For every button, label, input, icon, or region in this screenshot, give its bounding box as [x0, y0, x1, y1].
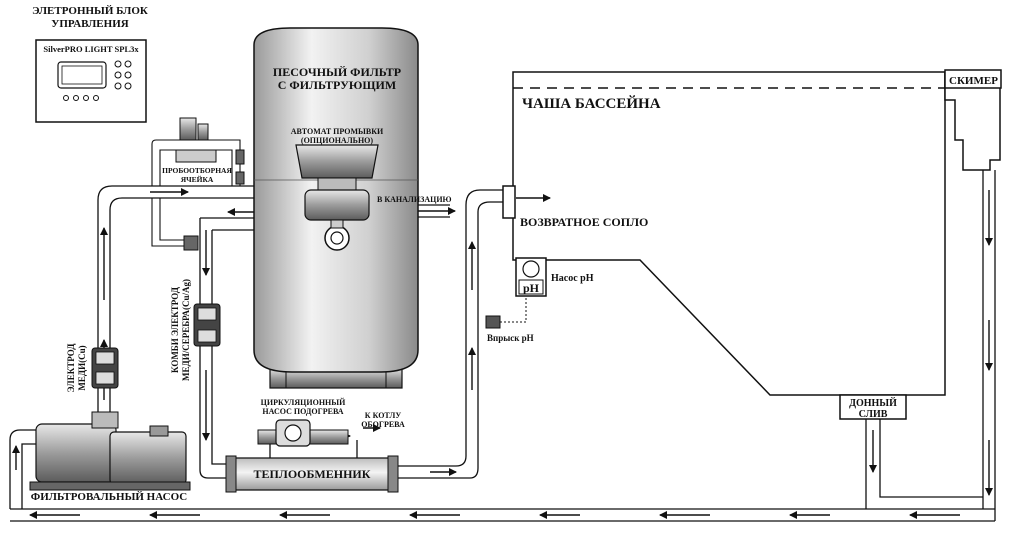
- sampling-cell-label-2: ЯЧЕЙКА: [181, 175, 214, 184]
- skimmer-label: СКИМЕР: [949, 75, 998, 87]
- control-model: SilverPRO LIGHT SPL3x: [43, 44, 139, 54]
- ph-pump: [515, 257, 547, 297]
- bottom-drain: [839, 394, 907, 420]
- sewer-label: В КАНАЛИЗАЦИЮ: [377, 195, 452, 204]
- bottom-drain-label-1: ДОННЫЙ: [849, 397, 897, 409]
- copper-electrode-label-1: ЭЛЕКТРОД: [66, 343, 76, 393]
- filter-title-2: С ФИЛЬТРУЮЩИМ: [278, 78, 396, 92]
- boiler-label-1: К КОТЛУ: [365, 411, 402, 420]
- filter-title-1: ПЕСОЧНЫЙ ФИЛЬТР: [273, 65, 401, 79]
- copper-electrode-label-2: МЕДИ(Cu): [77, 345, 87, 390]
- sampling-cell: [175, 117, 245, 251]
- heat-exchanger: [225, 455, 399, 493]
- control-title-1: ЭЛЕТРОННЫЙ БЛОК: [32, 5, 148, 17]
- ph-icon-text: pH: [523, 281, 540, 295]
- ph-injection: [485, 315, 501, 329]
- combo-electrode-label-2: МЕДИ/СЕРЕБРА(Cu/Ag): [181, 279, 191, 381]
- boiler-label-2: ОБОГРЕВА: [361, 420, 405, 429]
- filter-pump: [29, 411, 191, 491]
- backwash-valve: [295, 144, 379, 251]
- control-title-2: УПРАВЛЕНИЯ: [51, 18, 128, 30]
- combo-electrode: [193, 303, 221, 347]
- return-nozzle: [502, 185, 551, 219]
- filter-pump-label: ФИЛЬТРОВАЛЬНЫЙ НАСОС: [31, 491, 188, 503]
- pool-bowl-label: ЧАША БАССЕЙНА: [522, 95, 661, 112]
- backwash-label-1: АВТОМАТ ПРОМЫВКИ: [291, 127, 384, 136]
- control-unit: [35, 39, 147, 123]
- pool-bowl: [512, 71, 946, 396]
- combo-electrode-label-1: КОМБИ ЭЛЕКТРОД: [170, 286, 180, 373]
- circulation-pump: [257, 419, 349, 447]
- ph-injection-label: Впрыск pH: [487, 333, 534, 343]
- ph-pump-label: Насос pH: [551, 273, 594, 284]
- sampling-cell-label-1: ПРОБООТБОРНАЯ: [162, 166, 232, 175]
- circ-pump-label-1: ЦИРКУЛЯЦИОННЫЙ: [261, 398, 346, 407]
- heat-exchanger-label: ТЕПЛООБМЕННИК: [254, 467, 371, 481]
- circ-pump-label-2: НАСОС ПОДОГРЕВА: [262, 407, 343, 416]
- bottom-drain-label-2: СЛИВ: [859, 409, 888, 420]
- copper-electrode: [91, 347, 119, 389]
- return-nozzle-label: ВОЗВРАТНОЕ СОПЛО: [520, 215, 648, 229]
- backwash-label-2: (ОПЦИОНАЛЬНО): [301, 136, 373, 145]
- skimmer: [944, 69, 1002, 171]
